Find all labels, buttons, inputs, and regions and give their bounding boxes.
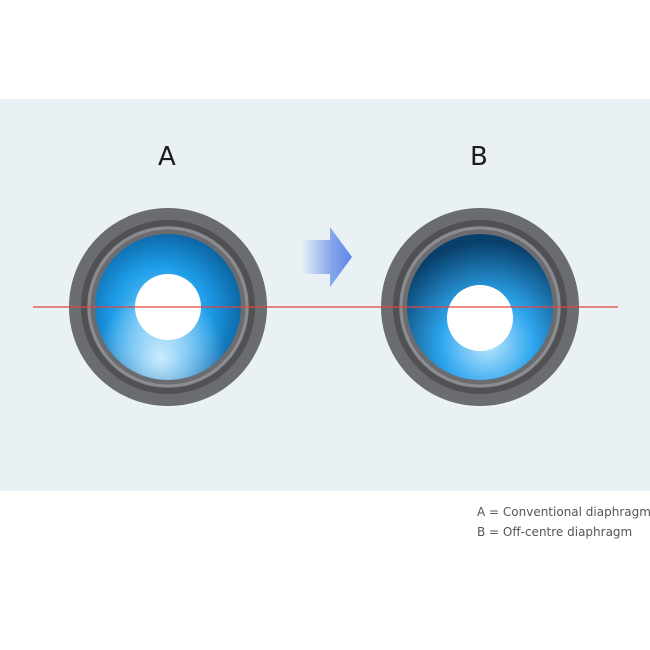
label-a: A bbox=[158, 142, 176, 172]
label-b: B bbox=[470, 142, 488, 172]
driver-b-dust-cap bbox=[447, 285, 513, 351]
legend-line-a: A = Conventional diaphragm bbox=[477, 505, 650, 519]
legend: A = Conventional diaphragm B = Off-centr… bbox=[477, 502, 650, 542]
legend-line-b: B = Off-centre diaphragm bbox=[477, 525, 633, 539]
arrow-right-icon bbox=[301, 227, 352, 287]
